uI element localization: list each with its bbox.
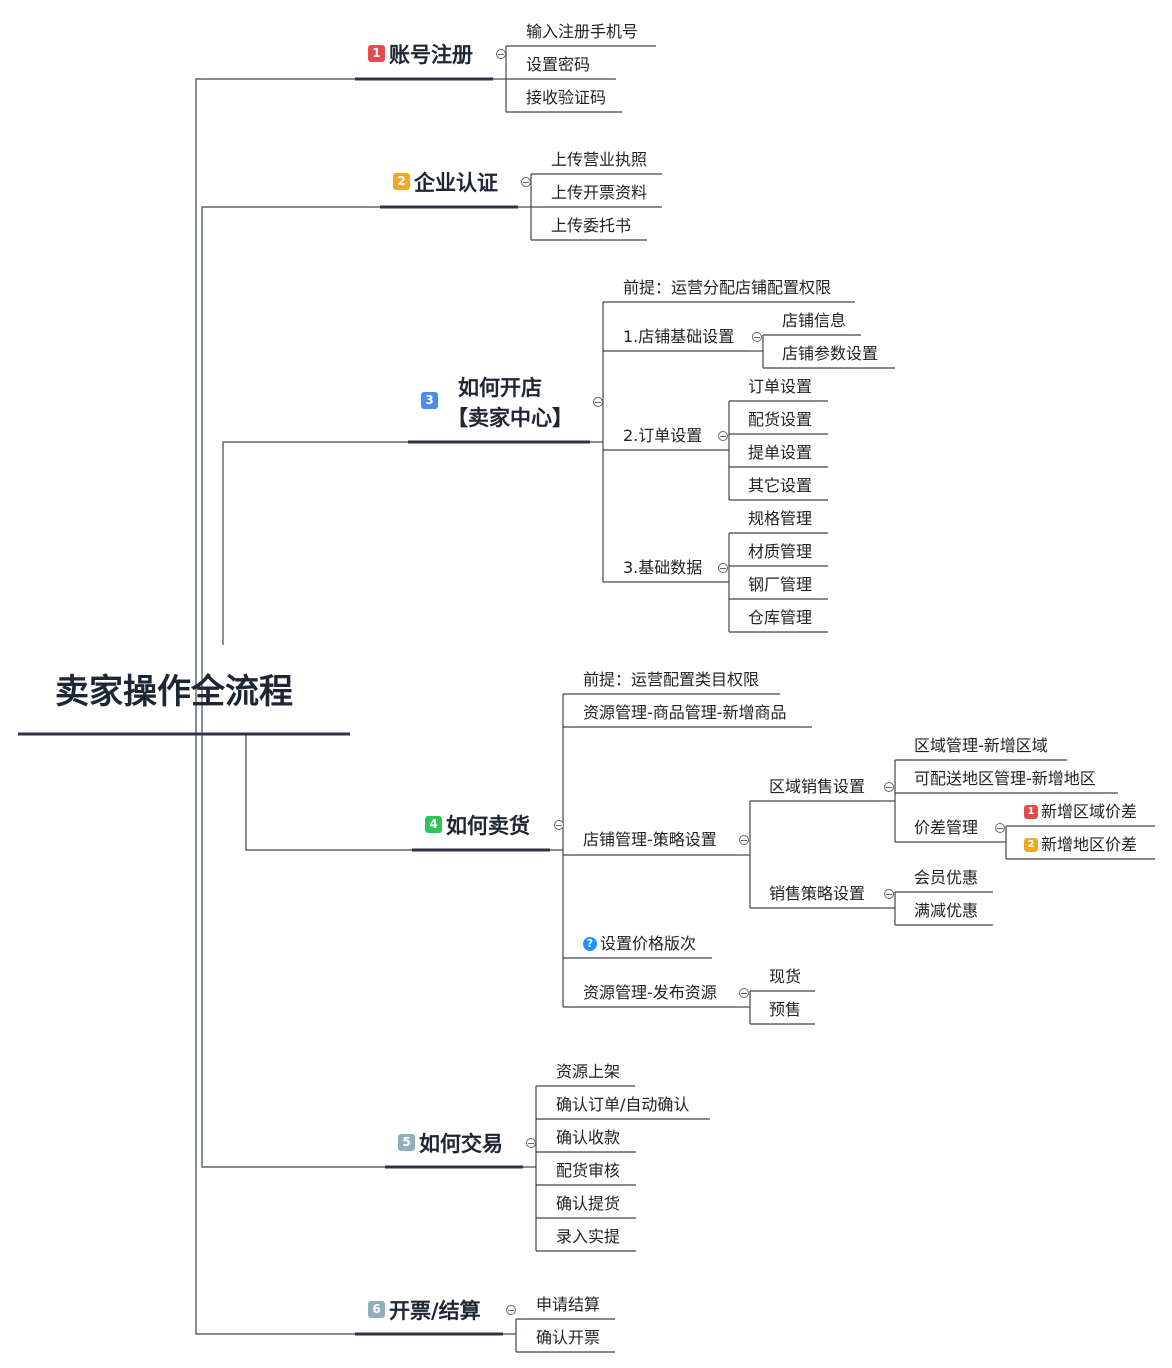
- b3-data-item-2[interactable]: 钢厂管理: [748, 575, 813, 594]
- b4-region-item-1[interactable]: 可配送地区管理-新增地区: [914, 769, 1096, 788]
- b1-item-0[interactable]: 输入注册手机号: [526, 22, 639, 41]
- b4-price-version[interactable]: 设置价格版次: [600, 934, 697, 953]
- connector-root-b6: [195, 734, 355, 1335]
- connector-root-b4: [245, 734, 412, 851]
- branch-enterprise-cert[interactable]: 企业认证: [414, 171, 498, 195]
- badge-1: 1: [368, 45, 385, 62]
- branch-how-to-trade[interactable]: 如何交易: [419, 1132, 503, 1156]
- b5-item-4[interactable]: 确认提货: [556, 1194, 621, 1213]
- b4-region-item-0[interactable]: 区域管理-新增区域: [914, 736, 1048, 755]
- branch-open-store[interactable]: 如何开店: [458, 376, 542, 400]
- diff-badge-1: 1: [1024, 805, 1038, 819]
- collapse-toggle-b6[interactable]: [506, 1305, 516, 1315]
- b4-add-goods[interactable]: 资源管理-商品管理-新增商品: [583, 703, 787, 722]
- b5-item-0[interactable]: 资源上架: [556, 1062, 621, 1081]
- b3-basic-item-1[interactable]: 店铺参数设置: [782, 344, 879, 363]
- b3-order-item-2[interactable]: 提单设置: [748, 443, 813, 462]
- collapse-toggle-b4-publish[interactable]: [739, 988, 749, 998]
- badge-2: 2: [393, 173, 410, 190]
- question-icon: ?: [583, 937, 597, 951]
- badge-6: 6: [368, 1301, 385, 1318]
- collapse-toggle-b4-sales[interactable]: [884, 889, 894, 899]
- b4-publish-item-0[interactable]: 现货: [769, 967, 802, 986]
- b4-region-sales[interactable]: 区域销售设置: [769, 777, 866, 796]
- b4-diff-item-0[interactable]: 新增区域价差: [1041, 802, 1138, 821]
- b4-strategy[interactable]: 店铺管理-策略设置: [583, 830, 717, 849]
- b5-item-1[interactable]: 确认订单/自动确认: [556, 1095, 690, 1114]
- b2-item-1[interactable]: 上传开票资料: [551, 183, 648, 202]
- branch-invoice-settle[interactable]: 开票/结算: [389, 1299, 481, 1323]
- collapse-toggle-b4-diff[interactable]: [995, 823, 1005, 833]
- b4-premise[interactable]: 前提：运营配置类目权限: [583, 670, 760, 689]
- b1-item-2[interactable]: 接收验证码: [526, 88, 607, 107]
- b6-item-0[interactable]: 申请结算: [536, 1295, 601, 1314]
- connector-root-b3: [222, 441, 408, 645]
- connector-root-b1: [195, 78, 355, 734]
- b4-publish-item-1[interactable]: 预售: [769, 1000, 802, 1019]
- collapse-toggle-b5[interactable]: [526, 1138, 536, 1148]
- b5-item-2[interactable]: 确认收款: [556, 1128, 621, 1147]
- collapse-toggle-b1[interactable]: [496, 49, 506, 59]
- b1-item-1[interactable]: 设置密码: [526, 55, 591, 74]
- b4-sales-item-0[interactable]: 会员优惠: [914, 868, 979, 887]
- b4-price-diff[interactable]: 价差管理: [914, 818, 979, 837]
- b3-order-item-3[interactable]: 其它设置: [748, 476, 813, 495]
- connector-root-b2: [201, 206, 380, 734]
- collapse-toggle-b3-data[interactable]: [718, 563, 728, 573]
- b4-publish[interactable]: 资源管理-发布资源: [583, 983, 717, 1002]
- b5-item-3[interactable]: 配货审核: [556, 1161, 621, 1180]
- collapse-toggle-b3-order[interactable]: [718, 431, 728, 441]
- b3-basic-settings[interactable]: 1.店铺基础设置: [623, 327, 735, 346]
- b4-diff-item-1[interactable]: 新增地区价差: [1041, 835, 1138, 854]
- b3-order-item-1[interactable]: 配货设置: [748, 410, 813, 429]
- b3-data-item-3[interactable]: 仓库管理: [748, 608, 813, 627]
- badge-3: 3: [421, 392, 438, 409]
- connector-root-b5: [201, 734, 385, 1168]
- branch-account-register[interactable]: 账号注册: [389, 43, 473, 67]
- b3-order-item-0[interactable]: 订单设置: [748, 377, 813, 396]
- b3-data-item-1[interactable]: 材质管理: [748, 542, 813, 561]
- b3-data-item-0[interactable]: 规格管理: [748, 509, 813, 528]
- b2-item-2[interactable]: 上传委托书: [551, 216, 632, 235]
- root-title: 卖家操作全流程: [55, 672, 293, 712]
- badge-5: 5: [398, 1134, 415, 1151]
- branch-how-to-sell[interactable]: 如何卖货: [446, 814, 530, 838]
- b3-order-settings[interactable]: 2.订单设置: [623, 426, 703, 445]
- b2-item-0[interactable]: 上传营业执照: [551, 150, 648, 169]
- b5-item-5[interactable]: 录入实提: [556, 1227, 621, 1246]
- collapse-toggle-b4[interactable]: [554, 820, 564, 830]
- badge-4: 4: [425, 816, 442, 833]
- collapse-toggle-b4-region[interactable]: [884, 782, 894, 792]
- collapse-toggle-b4-strategy[interactable]: [739, 835, 749, 845]
- branch-open-store-sub[interactable]: 【卖家中心】: [447, 406, 573, 430]
- b3-basic-data[interactable]: 3.基础数据: [623, 558, 703, 577]
- collapse-toggle-b3-basic[interactable]: [752, 332, 762, 342]
- collapse-toggle-b2[interactable]: [521, 177, 531, 187]
- b4-sales-item-1[interactable]: 满减优惠: [914, 901, 979, 920]
- b3-premise[interactable]: 前提：运营分配店铺配置权限: [623, 278, 832, 297]
- b3-basic-item-0[interactable]: 店铺信息: [782, 311, 847, 330]
- b6-item-1[interactable]: 确认开票: [536, 1328, 601, 1347]
- collapse-toggle-b3[interactable]: [593, 397, 603, 407]
- b4-sales-strategy[interactable]: 销售策略设置: [769, 884, 866, 903]
- diff-badge-2: 2: [1024, 838, 1038, 852]
